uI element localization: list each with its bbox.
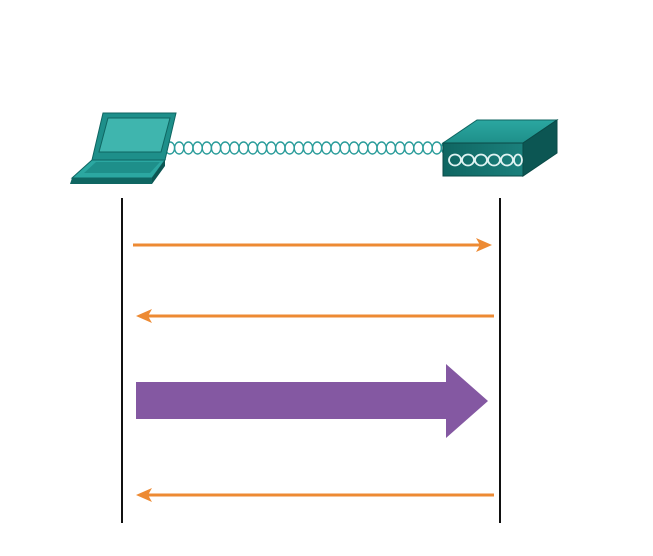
cable-coil	[431, 141, 443, 155]
cable-coil	[385, 141, 397, 155]
cable-coil	[229, 141, 240, 155]
cable-coil	[293, 141, 305, 155]
cable-coil	[394, 141, 406, 155]
cable-coil	[330, 141, 341, 155]
cable-coil	[192, 141, 203, 155]
cable-coil	[302, 141, 314, 155]
network-device-icon	[441, 119, 559, 177]
cable-coil	[422, 141, 433, 155]
cable-coil	[403, 141, 415, 155]
cable-coil	[238, 141, 249, 155]
cable-coil	[275, 141, 286, 155]
cable-coil	[357, 141, 369, 155]
message-arrow-4	[136, 488, 494, 502]
cable-coil	[376, 141, 387, 155]
cable-coil	[183, 141, 194, 155]
cable-coil	[210, 141, 222, 155]
coiled-cable-icon	[164, 141, 452, 155]
cable-coil	[265, 141, 277, 155]
cable-coil	[348, 141, 360, 155]
message-arrow-3	[136, 364, 488, 438]
message-arrow-2	[136, 309, 494, 323]
cable-coil	[173, 141, 185, 155]
cable-coil	[247, 141, 259, 155]
cable-coil	[413, 141, 424, 155]
message-arrow-1	[133, 238, 492, 252]
cable-coil	[321, 141, 332, 155]
cable-coil	[219, 141, 231, 155]
cable-coil	[201, 141, 213, 155]
cable-coil	[284, 141, 295, 155]
cable-coil	[367, 141, 378, 155]
cable-coil	[339, 141, 351, 155]
laptop-icon	[70, 112, 177, 184]
cable-coil	[311, 141, 323, 155]
cable-coil	[256, 141, 268, 155]
